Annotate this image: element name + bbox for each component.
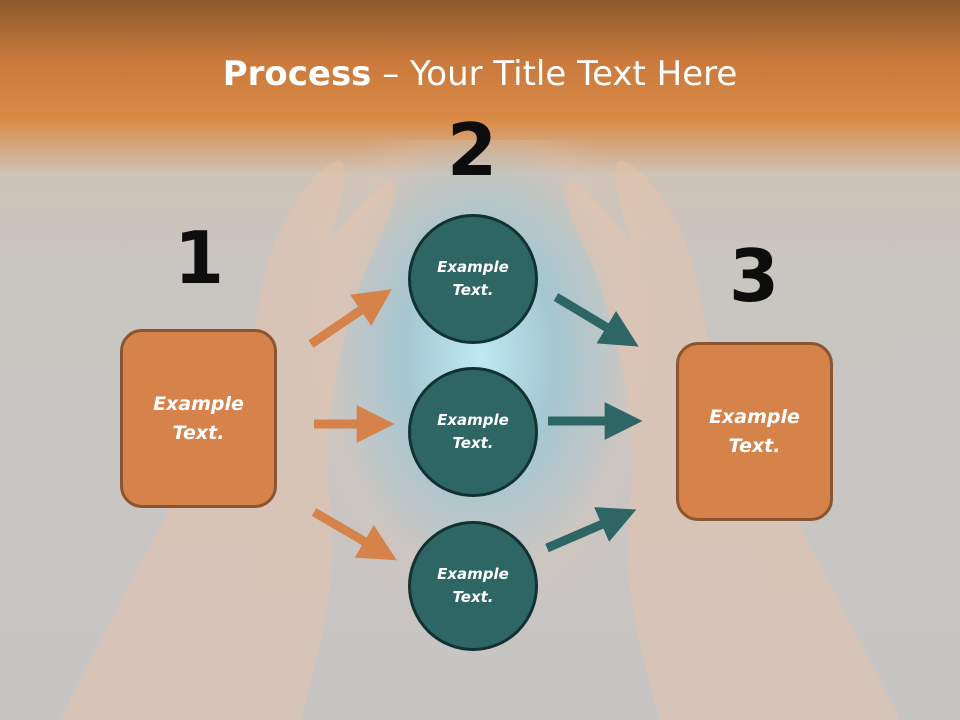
circle-middle-text: Example Text. [437, 411, 509, 452]
step-number-3: 3 [728, 234, 780, 318]
circle-bottom-text: Example Text. [437, 565, 509, 606]
right-step-box: Example Text. [676, 342, 833, 521]
circle-middle: Example Text. [408, 367, 538, 497]
arrow-to-top-circle [308, 289, 392, 348]
step-number-1: 1 [173, 216, 225, 300]
circle-top: Example Text. [408, 214, 538, 344]
arrow-to-bottom-circle [311, 508, 397, 561]
arrow-from-bottom-circle [545, 507, 637, 553]
circle-bottom: Example Text. [408, 521, 538, 651]
right-box-text: Example Text. [709, 405, 800, 457]
circle-top-text: Example Text. [437, 258, 509, 299]
arrow-from-top-circle [553, 293, 639, 347]
title-bold-part: Process [222, 54, 372, 94]
left-step-box: Example Text. [120, 329, 277, 508]
left-box-text: Example Text. [153, 392, 244, 444]
step-number-2: 2 [446, 108, 498, 192]
slide-title: Process – Your Title Text Here [0, 52, 960, 96]
title-rest-part: – Your Title Text Here [371, 54, 738, 94]
